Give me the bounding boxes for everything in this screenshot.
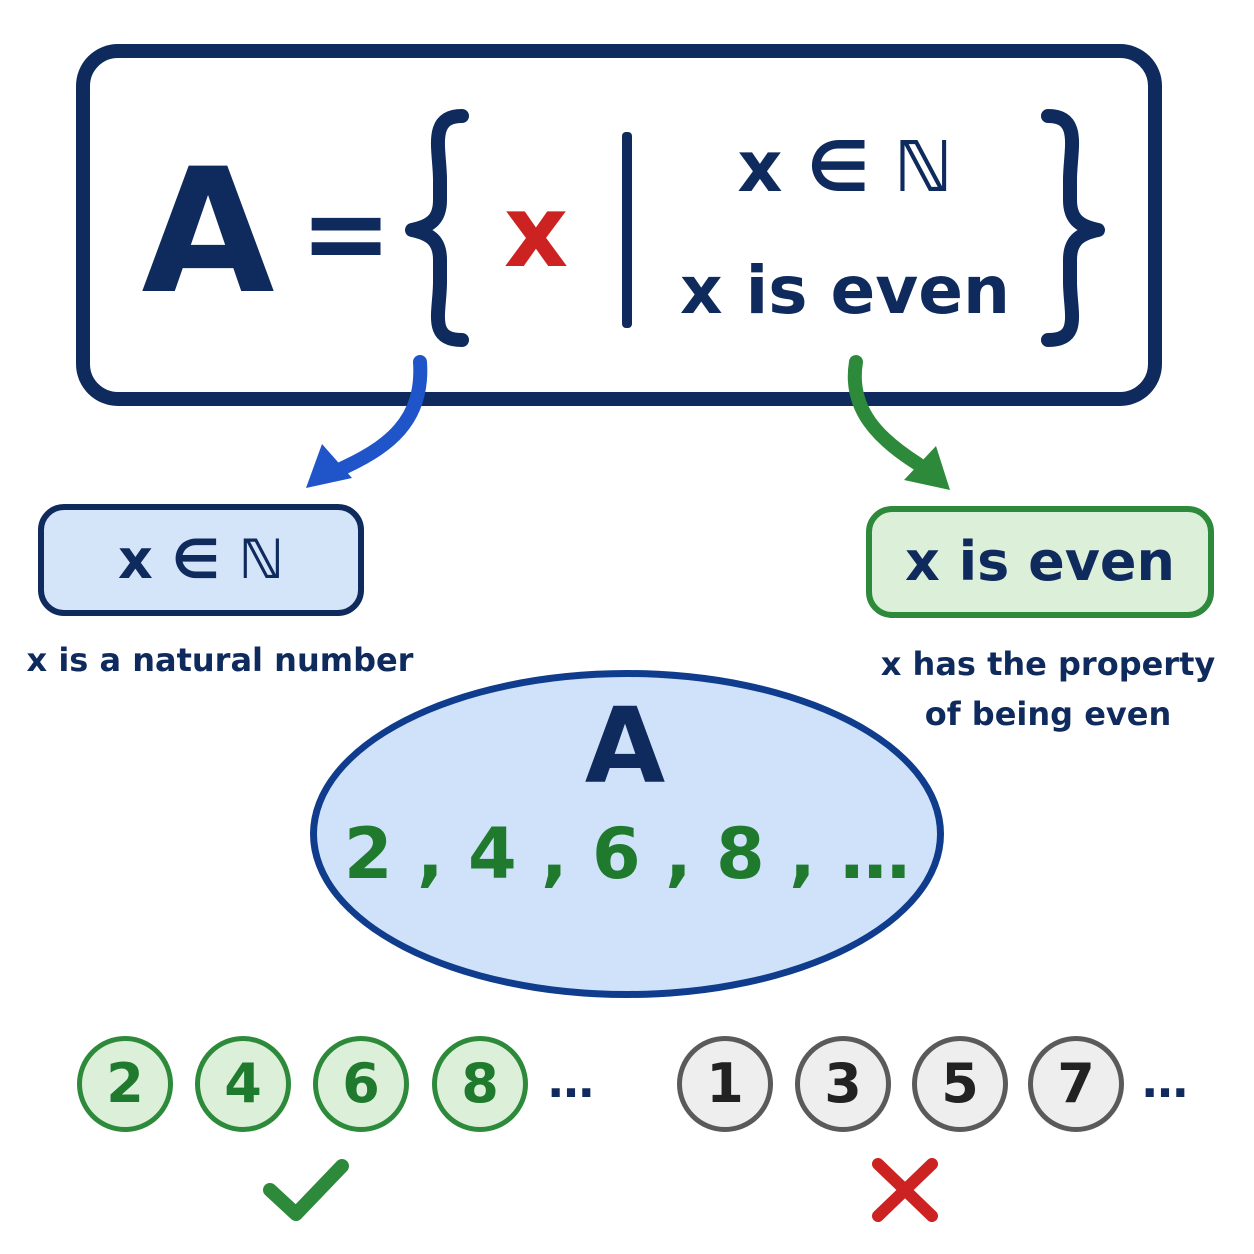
green-arrow <box>847 355 925 471</box>
excluded-number: 1 <box>677 1036 773 1132</box>
included-number: 4 <box>195 1036 291 1132</box>
membership-description: x is a natural number <box>26 641 414 679</box>
included-more: … <box>548 1054 594 1108</box>
property-description-line-2: of being even <box>924 694 1172 733</box>
condition-property: x is even <box>680 252 1010 329</box>
excluded-more: … <box>1142 1054 1188 1108</box>
excluded-number: 3 <box>795 1036 891 1132</box>
property-description-line-1: x has the property <box>880 645 1216 683</box>
property-callout: x is even <box>866 506 1214 618</box>
set-ellipse <box>310 670 944 998</box>
excluded-number: 5 <box>912 1036 1008 1132</box>
set-name: A <box>141 131 275 332</box>
included-number: 6 <box>313 1036 409 1132</box>
condition-membership: x ∈ ℕ <box>737 126 953 208</box>
such-that-bar <box>622 132 632 328</box>
blue-arrow-head <box>306 444 352 488</box>
equals-sign: = <box>300 169 393 297</box>
cross-icon <box>872 1158 938 1222</box>
left-brace <box>405 109 469 347</box>
membership-callout: x ∈ ℕ <box>38 504 364 616</box>
included-number: 8 <box>432 1036 528 1132</box>
included-number: 2 <box>77 1036 173 1132</box>
set-elements: 2 , 4 , 6 , 8 , … <box>343 813 911 895</box>
check-icon <box>263 1159 349 1221</box>
blue-arrow <box>327 355 428 479</box>
excluded-number: 7 <box>1028 1036 1124 1132</box>
right-brace <box>1041 109 1105 347</box>
green-arrow-head <box>904 446 950 490</box>
variable-x: x <box>503 173 569 290</box>
set-ellipse-label: A <box>584 685 666 807</box>
formula-box <box>76 44 1162 406</box>
property-description: x has the property of being even <box>868 640 1228 739</box>
